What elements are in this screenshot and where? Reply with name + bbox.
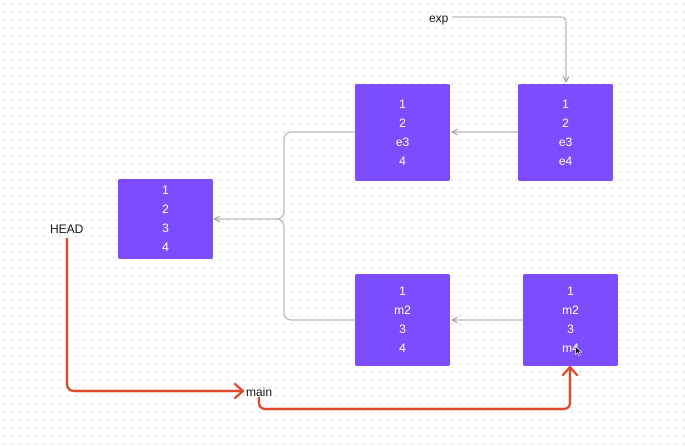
commit-line: 1 — [399, 96, 406, 111]
edge-e3-to-base — [214, 131, 355, 219]
commit-line: 2 — [562, 115, 569, 130]
commit-line: 2 — [162, 202, 169, 216]
commit-line: 4 — [162, 240, 169, 254]
commit-line: m2 — [562, 303, 579, 317]
commit-node-base[interactable]: 1 2 3 4 — [118, 179, 213, 259]
main-to-m4-arrow — [257, 366, 572, 411]
commit-node-e3[interactable]: 1 2 e3 4 — [355, 84, 450, 181]
commit-line: m4 — [562, 341, 579, 355]
exp-branch-label[interactable]: exp — [429, 11, 449, 25]
commit-line: 1 — [562, 96, 569, 111]
commit-line: 1 — [567, 284, 574, 298]
commit-line: 1 — [399, 284, 406, 298]
commit-node-e4[interactable]: 1 2 e3 e4 — [518, 84, 613, 181]
mouse-pointer-icon — [575, 346, 583, 356]
commit-line: 1 — [162, 183, 169, 197]
head-to-main-arrowhead — [233, 382, 245, 400]
commit-node-m4[interactable]: 1 m2 3 m4 — [523, 274, 618, 366]
head-to-main-arrow — [65, 237, 244, 393]
commit-line: 3 — [162, 221, 169, 235]
commit-line: e3 — [395, 134, 410, 149]
edge-m2-to-base — [214, 218, 355, 321]
commit-line: 3 — [567, 322, 574, 336]
main-to-m4-arrowhead — [561, 365, 579, 377]
commit-line: 4 — [399, 341, 406, 355]
commit-node-m2[interactable]: 1 m2 3 4 — [355, 274, 450, 366]
commit-line: 3 — [399, 322, 406, 336]
main-branch-label[interactable]: main — [246, 385, 273, 399]
commit-line: 4 — [399, 153, 406, 168]
commit-line: 2 — [399, 115, 406, 130]
commit-line: m2 — [394, 303, 411, 317]
exp-pointer-arrow — [452, 16, 566, 82]
commit-line: e3 — [558, 134, 573, 149]
commit-line: e4 — [558, 153, 573, 168]
head-label[interactable]: HEAD — [50, 222, 84, 236]
